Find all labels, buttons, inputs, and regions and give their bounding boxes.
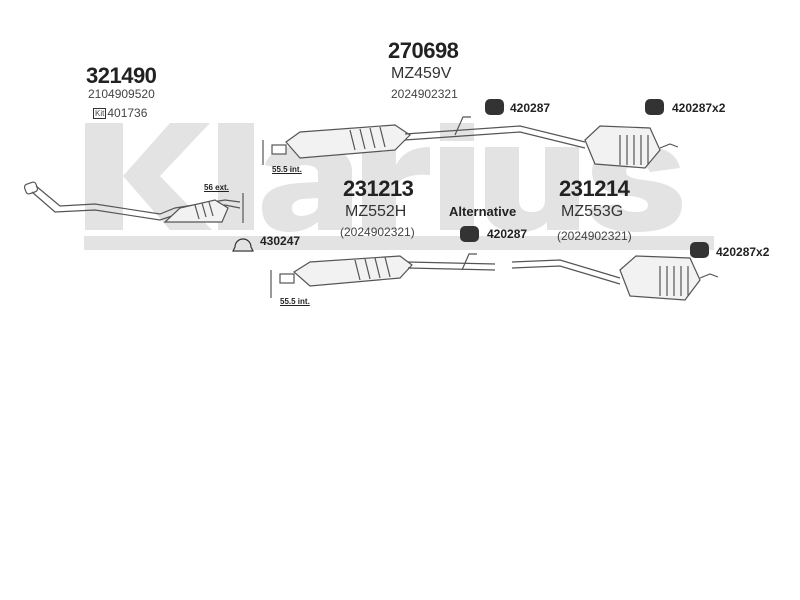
part-number-231214[interactable]: 231214 <box>559 176 630 201</box>
clamp-icon <box>232 238 254 252</box>
dimension-label: 55.5 int. <box>272 165 302 174</box>
part-code: MZ459V <box>391 65 452 82</box>
part-code: MZ552H <box>345 203 407 220</box>
front-pipe-drawing <box>23 181 244 223</box>
part-number-231213[interactable]: 231213 <box>343 176 414 201</box>
dimension-label: 56 ext. <box>204 183 229 192</box>
clamp-number[interactable]: 420287 <box>487 227 528 241</box>
oe-number: (2024902321) <box>557 229 632 243</box>
clamp-number[interactable]: 420287x2 <box>672 101 726 115</box>
clamp-number[interactable]: 420287 <box>510 101 551 115</box>
clamp-number[interactable]: 420287x2 <box>716 245 770 259</box>
oe-number: (2024902321) <box>340 225 415 239</box>
clamp-number[interactable]: 430247 <box>260 234 301 248</box>
clamp-icons <box>232 99 709 258</box>
part-code: MZ553G <box>561 203 624 220</box>
middle-alt-drawing <box>270 253 719 301</box>
middle-main-drawing <box>262 116 679 169</box>
clamp-icon <box>645 99 664 115</box>
dimension-label: 55.5 int. <box>280 297 310 306</box>
part-number-321490[interactable]: 321490 <box>86 63 157 88</box>
clamp-icon <box>460 226 479 242</box>
alternative-label: Alternative <box>449 204 517 219</box>
watermark-letters <box>85 123 682 232</box>
part-number-270698[interactable]: 270698 <box>388 38 459 63</box>
oe-number: 2024902321 <box>391 87 458 101</box>
clamp-icon <box>485 99 504 115</box>
oe-number: 2104909520 <box>88 87 155 101</box>
clamp-icon <box>690 242 709 258</box>
kit-number[interactable]: 401736 <box>107 106 148 120</box>
kit-icon: Kit <box>93 108 107 119</box>
